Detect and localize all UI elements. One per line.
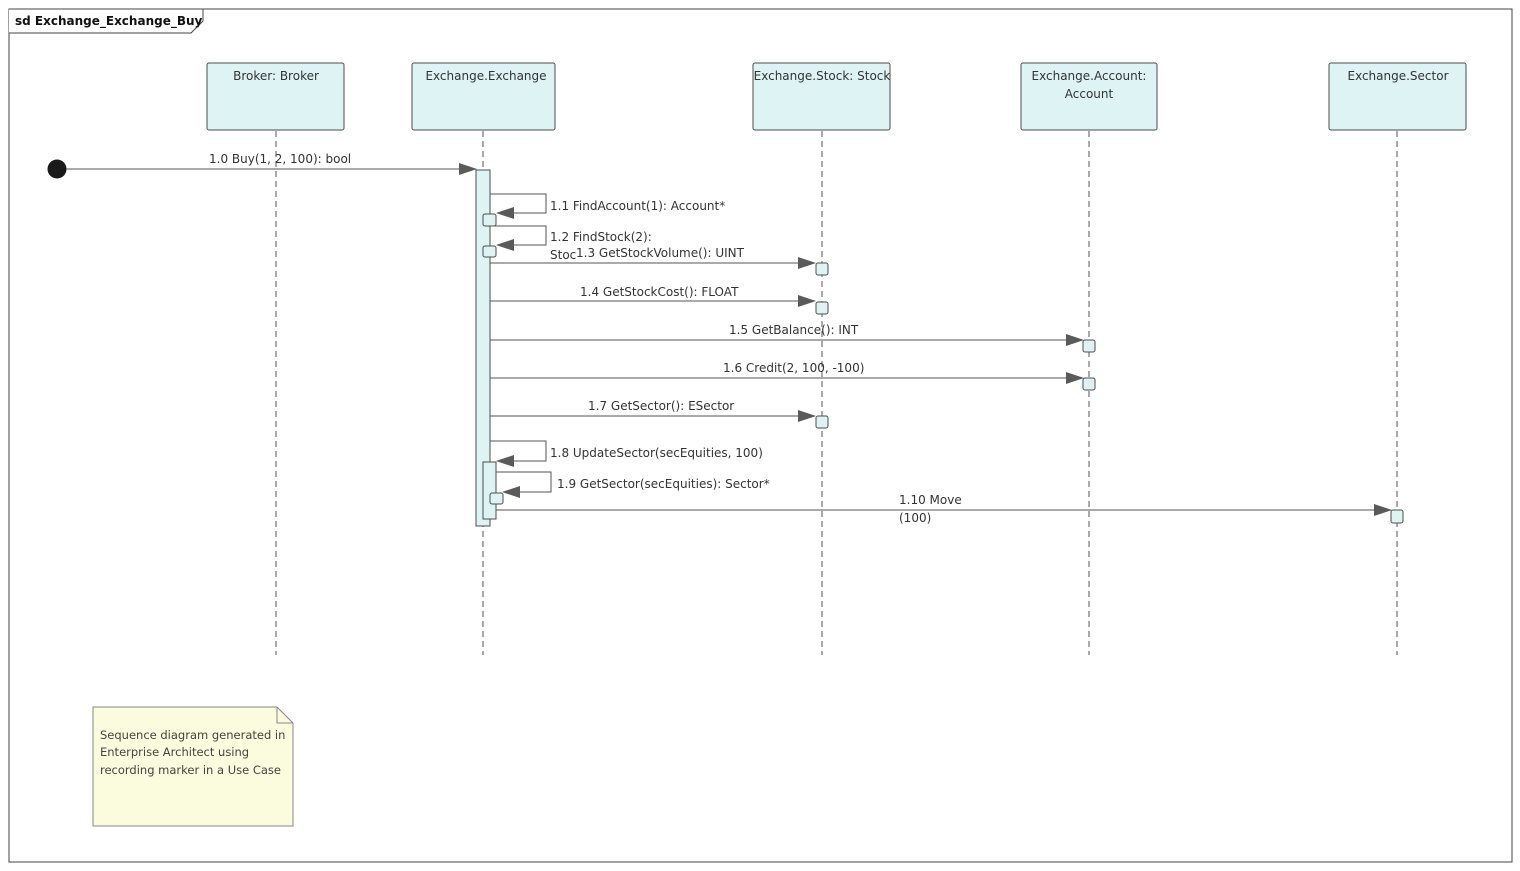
message-label: 1.7 GetSector(): ESector — [588, 399, 734, 413]
activation-small — [1082, 339, 1096, 353]
lifeline-sector[interactable]: Exchange.Sector — [1328, 62, 1467, 131]
message-label: 1.4 GetStockCost(): FLOAT — [580, 285, 739, 299]
self-message-arrow — [490, 440, 547, 467]
lifeline-label: Exchange.Stock: Stock — [754, 69, 891, 83]
message-1-2[interactable]: 1.2 FindStock(2): Stoc — [482, 225, 652, 262]
self-message-arrow — [490, 225, 547, 251]
self-message-arrow — [496, 471, 552, 498]
lifeline-label: Exchange.Exchange — [425, 69, 546, 83]
message-1-9[interactable]: 1.9 GetSector(secEquities): Sector* — [489, 471, 770, 505]
self-message-arrow — [490, 193, 547, 219]
activation-small — [489, 492, 504, 505]
activation-bar-exchange-nested[interactable] — [482, 461, 497, 520]
activation-small — [815, 415, 829, 429]
lifeline-head-sector[interactable] — [1328, 62, 1467, 131]
activation-small — [482, 245, 497, 258]
message-1-5[interactable]: 1.5 GetBalance(): INT — [490, 323, 1096, 353]
activation-small — [1082, 377, 1096, 391]
message-1-4[interactable]: 1.4 GetStockCost(): FLOAT — [490, 285, 829, 315]
message-1-1[interactable]: 1.1 FindAccount(1): Account* — [482, 193, 725, 227]
message-label: 1.5 GetBalance(): INT — [729, 323, 859, 337]
lifeline-head-stock[interactable] — [752, 62, 891, 131]
message-label: 1.0 Buy(1, 2, 100): bool — [209, 152, 351, 166]
lifeline-head-account[interactable] — [1020, 62, 1158, 131]
activation-bar-exchange[interactable] — [475, 169, 491, 527]
message-label: 1.9 GetSector(secEquities): Sector* — [557, 477, 770, 491]
message-1-7[interactable]: 1.7 GetSector(): ESector — [490, 399, 829, 429]
lifeline-label: Exchange.Account: — [1032, 69, 1147, 83]
lifeline-label: Exchange.Sector — [1347, 69, 1448, 83]
frame-title: sd Exchange_Exchange_Buy — [15, 14, 203, 29]
note-text-line3: recording marker in a Use Case — [100, 763, 281, 777]
note-shape[interactable] — [92, 706, 294, 827]
activation-small — [482, 213, 497, 227]
message-label: 1.8 UpdateSector(secEquities, 100) — [550, 446, 763, 460]
message-label-line2: Stoc — [550, 248, 576, 262]
lifeline-account[interactable]: Exchange.Account: Account — [1020, 62, 1158, 131]
lifeline-broker[interactable]: Broker: Broker — [206, 62, 345, 131]
note-text-line2: Enterprise Architect using — [100, 745, 249, 759]
lifeline-label-line2: Account — [1065, 87, 1114, 101]
activation-small — [1390, 509, 1404, 524]
lifeline-head-broker[interactable] — [206, 62, 345, 131]
activation-small — [815, 262, 829, 276]
activation-small — [815, 301, 829, 315]
message-label: 1.1 FindAccount(1): Account* — [550, 199, 725, 213]
note-text-line1: Sequence diagram generated in — [100, 728, 285, 742]
message-1-10[interactable]: 1.10 Move (100) — [496, 493, 1404, 525]
message-label-line2: (100) — [899, 511, 931, 525]
lifeline-stock[interactable]: Exchange.Stock: Stock — [752, 62, 891, 131]
message-label: 1.6 Credit(2, 100, -100) — [723, 361, 864, 375]
message-1-3[interactable]: 1.3 GetStockVolume(): UINT — [490, 246, 829, 276]
message-label: 1.10 Move — [899, 493, 962, 507]
note[interactable]: Sequence diagram generated in Enterprise… — [92, 706, 294, 827]
message-label: 1.3 GetStockVolume(): UINT — [576, 246, 745, 260]
lifeline-label: Broker: Broker — [233, 69, 319, 83]
initial-node[interactable] — [47, 159, 67, 179]
note-fold — [276, 707, 293, 724]
message-1-0[interactable]: 1.0 Buy(1, 2, 100): bool — [66, 152, 477, 175]
message-label: 1.2 FindStock(2): — [550, 230, 652, 244]
lifeline-head-exchange[interactable] — [411, 62, 556, 131]
message-1-6[interactable]: 1.6 Credit(2, 100, -100) — [490, 361, 1096, 391]
lifeline-exchange[interactable]: Exchange.Exchange — [411, 62, 556, 131]
frame-title-tab — [9, 8, 204, 34]
message-1-8[interactable]: 1.8 UpdateSector(secEquities, 100) — [490, 440, 763, 467]
